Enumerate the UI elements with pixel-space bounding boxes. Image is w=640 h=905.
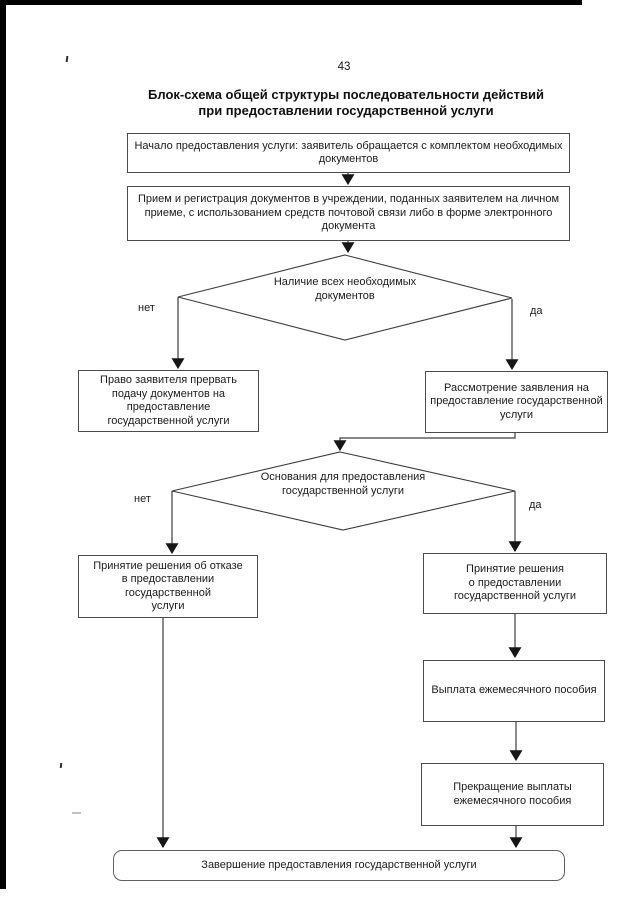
node-reception-label: Прием и регистрация документов в учрежде… [137,193,560,233]
decision-diamond-documents-shape [177,254,513,341]
scan-artifact-left-border [0,0,6,889]
node-approval: Принятие решения о предоставлении госуда… [423,553,607,614]
scan-smudge [72,812,81,814]
node-end: Завершение предоставления государственно… [113,850,565,881]
node-payment-label: Выплата ежемесячного пособия [431,684,597,697]
node-interrupt: Право заявителя прервать подачу документ… [78,370,259,432]
node-refusal: Принятие решения об отказе в предоставле… [78,555,258,618]
node-review: Рассмотрение заявления на предоставление… [425,371,608,433]
node-start-label: Начало предоставления услуги: заявитель … [134,139,563,166]
scan-artifact-top-border [0,0,582,5]
branch-label-yes-1: да [530,305,543,317]
node-termination-label: Прекращение выплаты ежемесячного пособия [453,781,572,807]
node-end-label: Завершение предоставления государственно… [201,858,477,871]
branch-label-no-2: нет [134,493,151,505]
decision-documents-label: Наличие всех необходимых документов [273,276,417,302]
node-interrupt-label: Право заявителя прервать подачу документ… [100,374,237,427]
page-number: 43 [337,61,351,73]
branch-label-no-1: нет [138,302,155,314]
node-termination: Прекращение выплаты ежемесячного пособия [421,763,604,826]
node-reception: Прием и регистрация документов в учрежде… [127,186,570,241]
node-refusal-label: Принятие решения об отказе в предоставле… [93,559,243,613]
decision-diamond-grounds-shape [171,451,516,531]
node-approval-label: Принятие решения о предоставлении госуда… [454,563,576,603]
node-review-label: Рассмотрение заявления на предоставление… [430,381,603,421]
flowchart-title: Блок-схема общей структуры последователь… [148,87,544,118]
node-start: Начало предоставления услуги: заявитель … [127,133,570,173]
node-payment: Выплата ежемесячного пособия [423,660,605,722]
decision-grounds-label: Основания для предоставления государстве… [260,471,426,497]
branch-label-yes-2: да [529,499,542,511]
connector-review-to-decision2 [333,433,516,452]
